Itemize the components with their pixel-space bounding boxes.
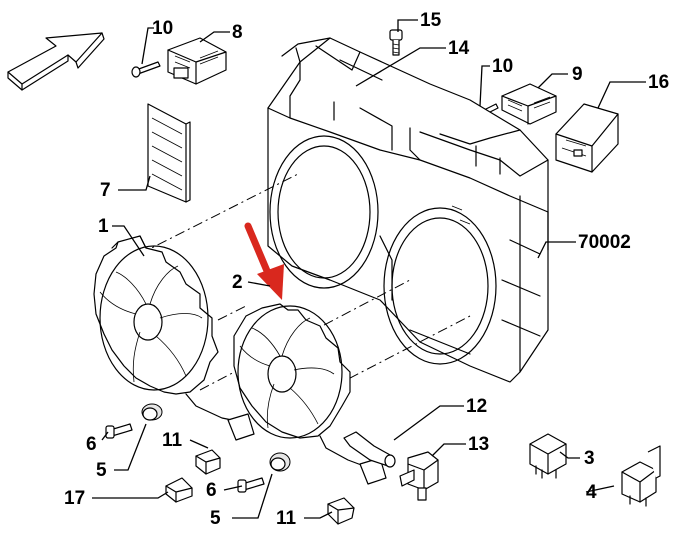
part-17-grommet: [165, 477, 193, 503]
label-part-14: 14: [448, 38, 470, 59]
label-part-3: 3: [584, 448, 595, 469]
part-7-shutter: [147, 103, 191, 203]
part-10-bolt-top: [131, 61, 161, 78]
part-11-clip-lower: [327, 497, 355, 525]
part-16-fuse-box: [555, 103, 619, 173]
part-6-screw-left: [105, 423, 133, 439]
part-5-rubber-pad-right: [269, 452, 291, 472]
label-part-4: 4: [586, 482, 597, 503]
label-part-9: 9: [572, 64, 583, 85]
part-15-bolt: [389, 29, 403, 56]
label-part-8: 8: [232, 22, 243, 43]
label-part-16: 16: [648, 72, 669, 93]
label-part-1: 1: [98, 216, 109, 237]
label-part-15: 15: [420, 10, 442, 31]
label-part-10-right: 10: [492, 56, 513, 77]
part-2-fan: [233, 303, 387, 485]
part-13-switch: [399, 451, 439, 501]
label-part-5-right: 5: [210, 508, 221, 529]
part-70002-fan-shroud: [267, 37, 549, 383]
label-part-11-lower: 11: [276, 508, 297, 529]
part-4-relay: [621, 445, 661, 507]
label-part-11-upper: 11: [162, 430, 183, 451]
label-part-6-left: 6: [86, 434, 97, 455]
part-5-rubber-pad-left: [141, 403, 163, 421]
part-9-resistor: [501, 83, 557, 125]
label-part-5-left: 5: [96, 460, 107, 481]
label-part-6-right: 6: [206, 480, 217, 501]
part-11-clip-upper: [195, 449, 221, 475]
label-part-13: 13: [468, 434, 489, 455]
part-12-hose: [343, 431, 396, 468]
assembly-line-3: [295, 315, 471, 407]
part-8-resistor: [167, 37, 227, 85]
part-6-screw-right: [237, 477, 265, 493]
label-part-70002: 70002: [578, 232, 631, 253]
label-part-2: 2: [232, 272, 243, 293]
assembly-line-4: [217, 305, 247, 321]
leader-lines: [92, 19, 646, 519]
part-3-relay: [529, 433, 567, 479]
direction-arrow-icon: [7, 32, 105, 91]
label-part-12: 12: [466, 396, 487, 417]
label-part-17: 17: [64, 488, 85, 509]
red-pointer-arrow-icon: [244, 222, 284, 300]
part-1-fan: [93, 235, 255, 441]
assembly-line-1: [103, 173, 299, 273]
label-part-7: 7: [100, 180, 111, 201]
label-part-10-top: 10: [152, 18, 173, 39]
